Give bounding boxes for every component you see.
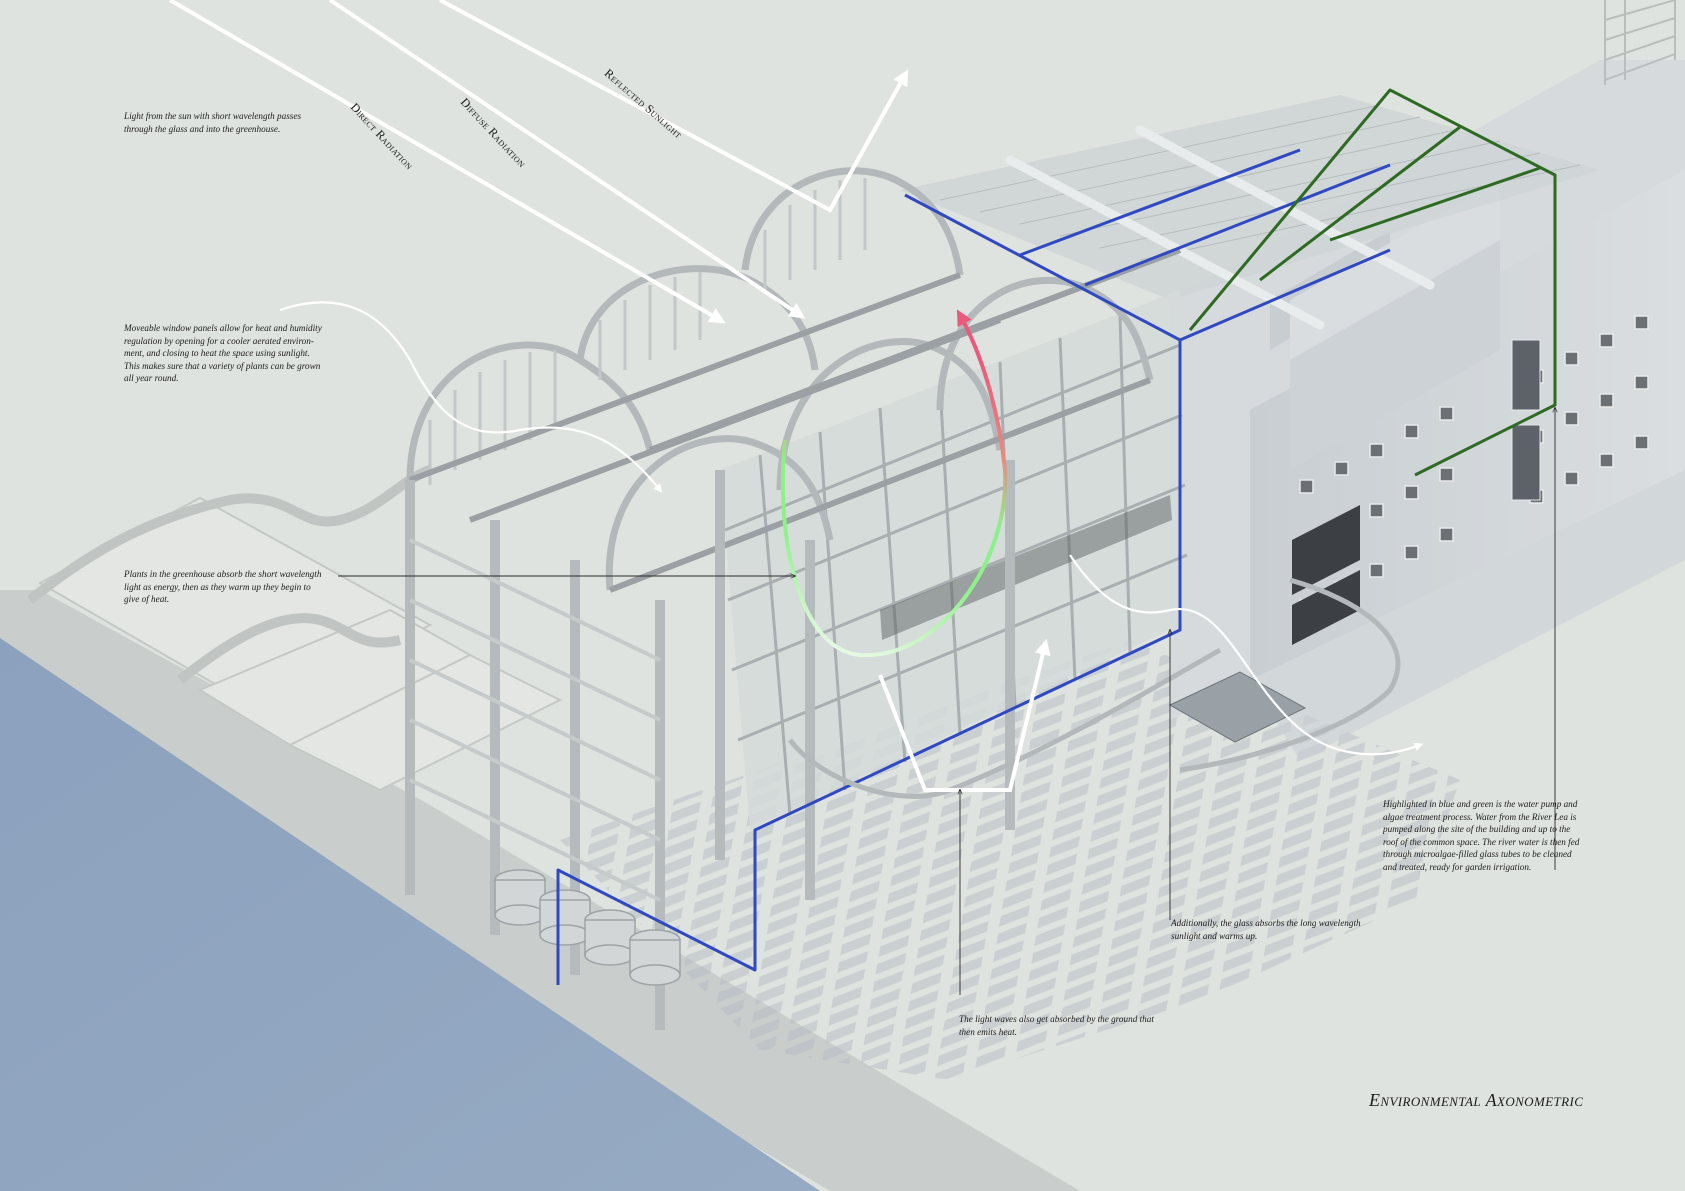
ground-heat-arrow	[878, 638, 1051, 792]
annotation-plants-absorb: Plants in the greenhouse absorb the shor…	[124, 569, 322, 605]
drawing-title: Environmental Axonometric	[1369, 1090, 1584, 1110]
annotation-water-pump: Highlighted in blue and green is the wat…	[1383, 799, 1580, 872]
river-lea	[0, 638, 820, 1191]
light-rays	[168, 0, 909, 324]
glass-roof-deck	[900, 95, 1600, 330]
annotation-glass-absorbs: Additionally, the glass absorbs the long…	[1171, 918, 1361, 941]
annotation-sun-light: Light from the sun with short wavelength…	[124, 111, 302, 134]
water-pump-pipe	[556, 148, 1391, 985]
scaffold-tower	[1604, 0, 1676, 85]
diffuse-radiation-ray	[328, 0, 806, 319]
cast-shadow	[560, 640, 1460, 1080]
leader-lines	[338, 408, 1555, 995]
drain-channel-2	[176, 613, 402, 684]
algae-tray	[1168, 671, 1307, 743]
ground-pipes	[788, 577, 1401, 799]
drain-channel	[26, 465, 432, 604]
frame-rails	[409, 538, 661, 902]
annotation-window-panels: Moveable window panels allow for heat an…	[124, 323, 322, 384]
algae-treatment-pipe	[1188, 88, 1557, 477]
reflected-sunlight-ray	[439, 0, 909, 213]
annotation-ground-absorbs: The light waves also get absorbed by the…	[959, 1014, 1154, 1037]
direct-radiation-ray	[168, 0, 726, 324]
water-tanks	[494, 869, 681, 986]
plant-beds	[880, 495, 1172, 640]
airflow-arrows	[279, 301, 1424, 756]
